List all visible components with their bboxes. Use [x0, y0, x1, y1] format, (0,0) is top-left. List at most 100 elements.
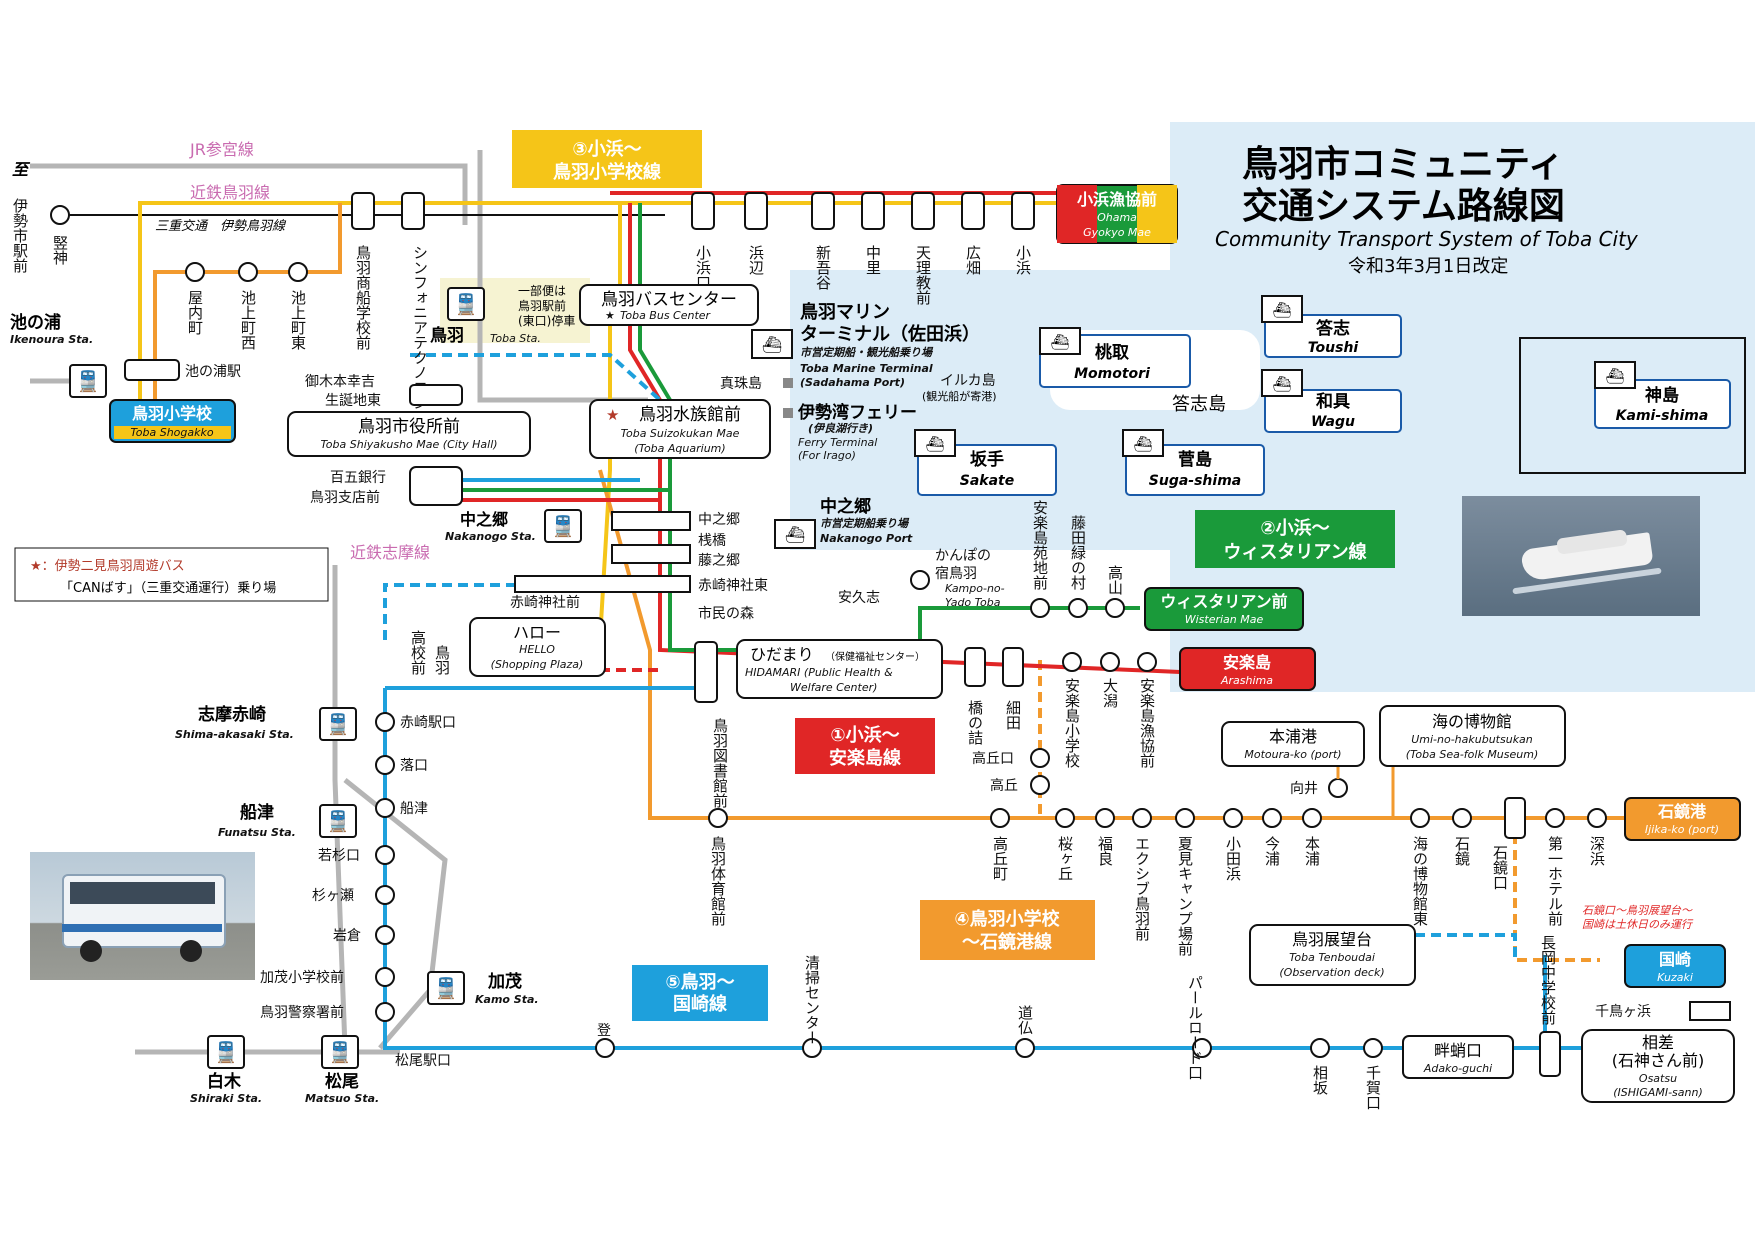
terminal-ijika[interactable]: 石鏡港 Ijika-ko (port): [1624, 797, 1741, 841]
stop-fukura[interactable]: [1095, 808, 1115, 828]
stop-odahama[interactable]: [1223, 808, 1243, 828]
stop-toshokan[interactable]: [694, 641, 718, 703]
svg-text:加茂小学校前: 加茂小学校前: [260, 969, 344, 986]
stop-hosoda[interactable]: [1002, 647, 1024, 687]
stop-ohama-guchi[interactable]: [691, 192, 715, 230]
stop-kentai[interactable]: [50, 205, 70, 225]
island-toushi[interactable]: ⛴ 答志 Toushi: [1261, 295, 1402, 358]
stop-ikegami-higashi[interactable]: [288, 262, 308, 282]
train-icon: 🚆: [76, 369, 101, 393]
island-sugashima[interactable]: ⛴ 菅島 Suga-shima: [1122, 429, 1265, 496]
stop-hamabe[interactable]: [744, 192, 768, 230]
svg-text:伊勢市駅前: 伊勢市駅前: [11, 198, 29, 274]
stop-sakuragaoka[interactable]: [1055, 808, 1075, 828]
stop-akasaki-eki[interactable]: [375, 712, 395, 732]
island-wagu[interactable]: ⛴ 和具 Wagu: [1261, 369, 1402, 433]
stop-imaura[interactable]: [1262, 808, 1282, 828]
stop-fujita[interactable]: [1068, 598, 1088, 618]
stop-mukai[interactable]: [1328, 778, 1348, 798]
stop-exiv[interactable]: [1132, 808, 1152, 828]
stop-ikenoura-eki[interactable]: [124, 359, 180, 381]
stop-shosen[interactable]: [351, 192, 375, 230]
stop-seiso[interactable]: [802, 1038, 822, 1058]
stop-ochiguchi[interactable]: [375, 755, 395, 775]
stop-tenrikyo[interactable]: [911, 192, 935, 230]
stop-wakasugi[interactable]: [375, 845, 395, 865]
kintetsu-toba-label: 近鉄鳥羽線: [190, 183, 270, 202]
stop-ijika[interactable]: [1452, 808, 1472, 828]
stop-taiikukan[interactable]: [708, 808, 728, 828]
stop-arashima-shogakko[interactable]: [1062, 652, 1082, 672]
island-sakate[interactable]: ⛴ 坂手 Sakate: [914, 429, 1057, 496]
stop-kamo-shogakko[interactable]: [375, 967, 395, 987]
svg-text:千賀口: 千賀口: [1364, 1065, 1382, 1110]
stop-ikegami-nishi[interactable]: [238, 262, 258, 282]
hello-box[interactable]: ハロー HELLO (Shopping Plaza): [469, 617, 606, 677]
stop-takayama[interactable]: [1105, 598, 1125, 618]
island-kamishima[interactable]: ⛴ 神島 Kami-shima: [1519, 337, 1746, 474]
stop-fujinogo[interactable]: [611, 544, 691, 564]
stop-arashima-enchi[interactable]: [1030, 598, 1050, 618]
island-momotori[interactable]: ⛴ 桃取 Momotori: [1039, 327, 1191, 388]
stop-daiichi-hotel[interactable]: [1545, 808, 1565, 828]
svg-text:HELLO: HELLO: [519, 643, 555, 656]
stop-arashima-gyokyo[interactable]: [1137, 652, 1157, 672]
stop-aisaka[interactable]: [1310, 1038, 1330, 1058]
stop-ogata[interactable]: [1100, 652, 1120, 672]
stop-pearl-road[interactable]: [1192, 1038, 1212, 1058]
stop-sugigase[interactable]: [375, 885, 395, 905]
stop-akasaki-higashi[interactable]: [514, 575, 691, 593]
stop-keisatsu[interactable]: [375, 1002, 395, 1022]
stop-fukahama[interactable]: [1587, 808, 1607, 828]
stop-hashinozume[interactable]: [964, 647, 986, 687]
svg-text:鳥羽駅前: 鳥羽駅前: [518, 298, 566, 313]
terminal-kuzaki[interactable]: 国崎 Kuzaki: [1624, 944, 1726, 988]
stop-iwakura[interactable]: [375, 925, 395, 945]
stop-nagaoka[interactable]: [1539, 1031, 1561, 1077]
svg-text:新吾谷: 新吾谷: [814, 245, 832, 290]
stop-takaoka-cho[interactable]: [990, 808, 1010, 828]
stop-symphonia[interactable]: [401, 192, 425, 230]
terminal-toba-shogakko[interactable]: 鳥羽小学校 Toba Shogakko: [109, 399, 236, 443]
svg-text:国崎線: 国崎線: [673, 993, 727, 1015]
bus-center-box[interactable]: 鳥羽バスセンター ★ Toba Bus Center: [579, 284, 759, 326]
stop-museum-east[interactable]: [1410, 808, 1430, 828]
svg-text:清掃センター: 清掃センター: [803, 955, 821, 1045]
stop-yauchi[interactable]: [185, 262, 205, 282]
stop-funatsu[interactable]: [375, 798, 395, 818]
stop-nakazato[interactable]: [861, 192, 885, 230]
hidamari-box[interactable]: ひだまり （保健福祉センター） HIDAMARI (Public Health …: [736, 639, 943, 699]
aquarium-box[interactable]: ★ 鳥羽水族館前 Toba Suizokukan Mae (Toba Aquar…: [589, 399, 771, 459]
city-hall-box[interactable]: [287, 411, 531, 457]
stop-nobori[interactable]: [595, 1038, 615, 1058]
stop-chidorigahama[interactable]: [1689, 1001, 1731, 1021]
stop-dobutsu[interactable]: [1015, 1038, 1035, 1058]
stop-takaoka[interactable]: [1030, 775, 1050, 795]
stop-natsumi[interactable]: [1175, 808, 1195, 828]
terminal-wisterian[interactable]: ウィスタリアン前 Wisterian Mae: [1144, 587, 1304, 631]
svg-text:Toba Suizokukan Mae: Toba Suizokukan Mae: [621, 427, 740, 440]
svg-text:真珠島: 真珠島: [720, 376, 762, 392]
stop-kanpo[interactable]: [910, 570, 930, 590]
adako-box[interactable]: 畔蛸口 Adako-guchi: [1402, 1035, 1514, 1079]
stop-hyakugo[interactable]: [409, 466, 463, 506]
stop-shingoya[interactable]: [811, 192, 835, 230]
osatsu-box[interactable]: 相差 (石神さん前) Osatsu (ISHIGAMI-sann): [1581, 1029, 1735, 1103]
terminal-arashima[interactable]: 安楽島 Arashima: [1179, 647, 1316, 691]
stop-hirohata[interactable]: [961, 192, 985, 230]
stop-motoura[interactable]: [1302, 808, 1322, 828]
stop-mikimoto[interactable]: [409, 384, 463, 406]
nakanogo-port: ⛴ 中之郷 市営定期船乗り場 Nakanogo Port: [774, 496, 913, 549]
train-icon: 🚆: [326, 712, 351, 736]
stop-takaoka-guchi[interactable]: [1030, 748, 1050, 768]
museum-box[interactable]: 海の博物館 Umi-no-hakubutsukan (Toba Sea-folk…: [1379, 705, 1566, 767]
svg-text:中之郷: 中之郷: [698, 512, 740, 528]
stop-chiga[interactable]: [1363, 1038, 1383, 1058]
motoura-box[interactable]: 本浦港 Motoura-ko (port): [1221, 721, 1365, 767]
tenboudai-box[interactable]: 鳥羽展望台 Toba Tenboudai (Observation deck): [1249, 924, 1416, 986]
svg-text:Gyokyo Mae: Gyokyo Mae: [1083, 226, 1151, 239]
terminal-ohama[interactable]: 小浜漁協前 Ohama Gyokyo Mae: [1056, 184, 1178, 244]
stop-ohama[interactable]: [1011, 192, 1035, 230]
stop-ijika-guchi[interactable]: [1504, 797, 1526, 839]
stop-nakanogo[interactable]: [611, 511, 691, 531]
